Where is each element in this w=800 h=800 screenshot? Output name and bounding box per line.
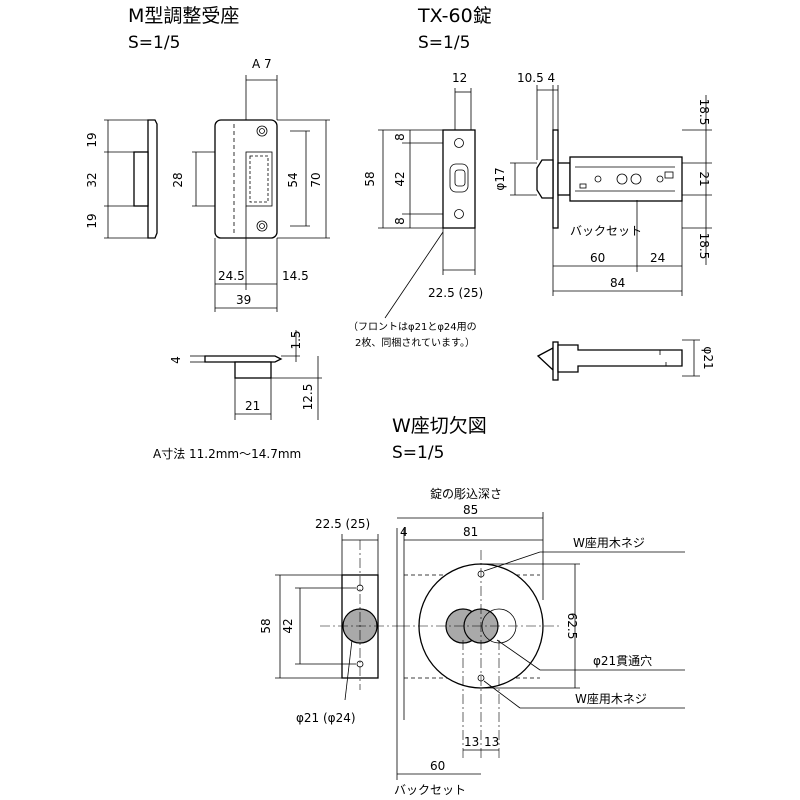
m-receiver-title: M型調整受座 <box>128 5 239 27</box>
tx60-latch-bottom <box>536 346 554 372</box>
tx60-case-bottom <box>557 344 683 373</box>
dim-12-5: 12.5 <box>301 384 315 411</box>
dim-42: 42 <box>393 171 407 186</box>
tx60-latch-side <box>536 159 554 199</box>
tx60-side-view: φ17 10.5 4 18.5 21 18.5 バックセット 60 24 <box>493 71 712 296</box>
tx60-scale: S=1/5 <box>418 33 470 53</box>
dim-w-4: 4 <box>400 525 408 539</box>
w-cutout-face-view: 錠の彫込深さ 85 4 81 62.5 W座用木ネジ φ21貫通穴 W座用木ネジ <box>394 486 685 797</box>
dim-w-85: 85 <box>463 503 478 517</box>
dim-14-5: 14.5 <box>282 269 309 283</box>
dim-24-5: 24.5 <box>218 269 245 283</box>
dim-w-60: 60 <box>430 759 445 773</box>
dim-70: 70 <box>309 172 323 187</box>
dim-phi21-phi24: φ21 (φ24) <box>296 711 356 725</box>
dim-w-22-5-25: 22.5 (25) <box>315 517 370 531</box>
w-backset-label: バックセット <box>394 783 466 797</box>
w-cutout-scale: S=1/5 <box>392 443 444 463</box>
tx60-title: TX-60錠 <box>417 5 492 27</box>
dim-w-62-5: 62.5 <box>565 613 579 640</box>
dim-w-81: 81 <box>463 525 478 539</box>
dim-bot-19: 19 <box>85 213 99 228</box>
dim-4: 4 <box>169 356 183 364</box>
tx60-case-side <box>569 156 683 202</box>
m-receiver-plate-top <box>204 355 283 363</box>
dim-top-19: 19 <box>85 132 99 147</box>
m-receiver-section: M型調整受座 S=1/5 19 32 19 <box>85 5 330 461</box>
tx60-front-plate-view: 12 58 8 42 8 22.5 (25) （フロントはφ21とφ24用の 2… <box>348 71 483 349</box>
m-receiver-plate-side <box>147 119 158 239</box>
tx60-faceplate-bottom <box>552 341 559 381</box>
tx60-backset-label: バックセット <box>570 224 642 238</box>
m-receiver-top-view: 4 1.5 12.5 21 <box>169 330 322 420</box>
dim-phi17: φ17 <box>493 167 507 190</box>
dim-24-side: 24 <box>650 251 665 265</box>
callout-through-hole: φ21貫通穴 <box>593 653 652 668</box>
tx60-faceplate-side <box>552 129 559 229</box>
w-cutout-edge-view: 22.5 (25) 58 42 φ21 (φ24) <box>259 517 400 725</box>
dim-10-5-4: 10.5 4 <box>517 71 555 85</box>
tx60-bottom-view: φ21 <box>536 339 715 381</box>
dim-28: 28 <box>171 172 185 187</box>
dim-a-7: A 7 <box>252 57 272 71</box>
front-note-line1: （フロントはφ21とφ24用の <box>348 321 477 333</box>
m-receiver-box-side <box>133 151 149 207</box>
dim-w-42: 42 <box>281 618 295 633</box>
dim-8-bot: 8 <box>393 217 407 225</box>
tx60-front-plate <box>442 129 476 229</box>
dim-w-58: 58 <box>259 618 273 633</box>
dim-60-side: 60 <box>590 251 605 265</box>
dim-18-5-bot: 18.5 <box>697 233 711 260</box>
m-receiver-scale: S=1/5 <box>128 33 180 53</box>
tx60-neck <box>557 162 571 196</box>
w-depth-label: 錠の彫込深さ <box>430 486 502 501</box>
m-receiver-box-top <box>234 361 272 379</box>
dim-39: 39 <box>236 293 251 307</box>
a-dimension-note: A寸法 11.2mm〜14.7mm <box>153 447 301 461</box>
dim-21-side: 21 <box>697 171 711 186</box>
dim-8-top: 8 <box>393 133 407 141</box>
dim-22-5-25: 22.5 (25) <box>428 286 483 300</box>
dim-58: 58 <box>363 171 377 186</box>
dim-phi21-bottom: φ21 <box>701 346 715 369</box>
dim-21: 21 <box>245 399 260 413</box>
dim-w-13a: 13 <box>464 735 479 749</box>
callout-wood-screw-bottom: W座用木ネジ <box>575 691 647 706</box>
dim-54: 54 <box>286 172 300 187</box>
dim-18-5-top: 18.5 <box>697 99 711 126</box>
m-receiver-strike-opening <box>245 151 273 207</box>
m-receiver-side-view: 19 32 19 <box>85 119 158 239</box>
w-cutout-section: W座切欠図 S=1/5 22.5 (25) 58 42 <box>259 415 685 797</box>
dim-84: 84 <box>610 276 625 290</box>
m-receiver-front-view: A 7 28 54 70 24.5 14.5 39 <box>171 57 330 312</box>
callout-wood-screw-top: W座用木ネジ <box>573 535 645 550</box>
front-note-line2: 2枚、同梱されています。） <box>355 336 475 349</box>
dim-w-13b: 13 <box>484 735 499 749</box>
dim-mid-32: 32 <box>85 172 99 187</box>
dim-12: 12 <box>452 71 467 85</box>
tx60-section: TX-60錠 S=1/5 12 58 8 42 8 <box>348 5 715 381</box>
dim-1-5: 1.5 <box>289 330 303 349</box>
w-cutout-title: W座切欠図 <box>392 415 487 437</box>
